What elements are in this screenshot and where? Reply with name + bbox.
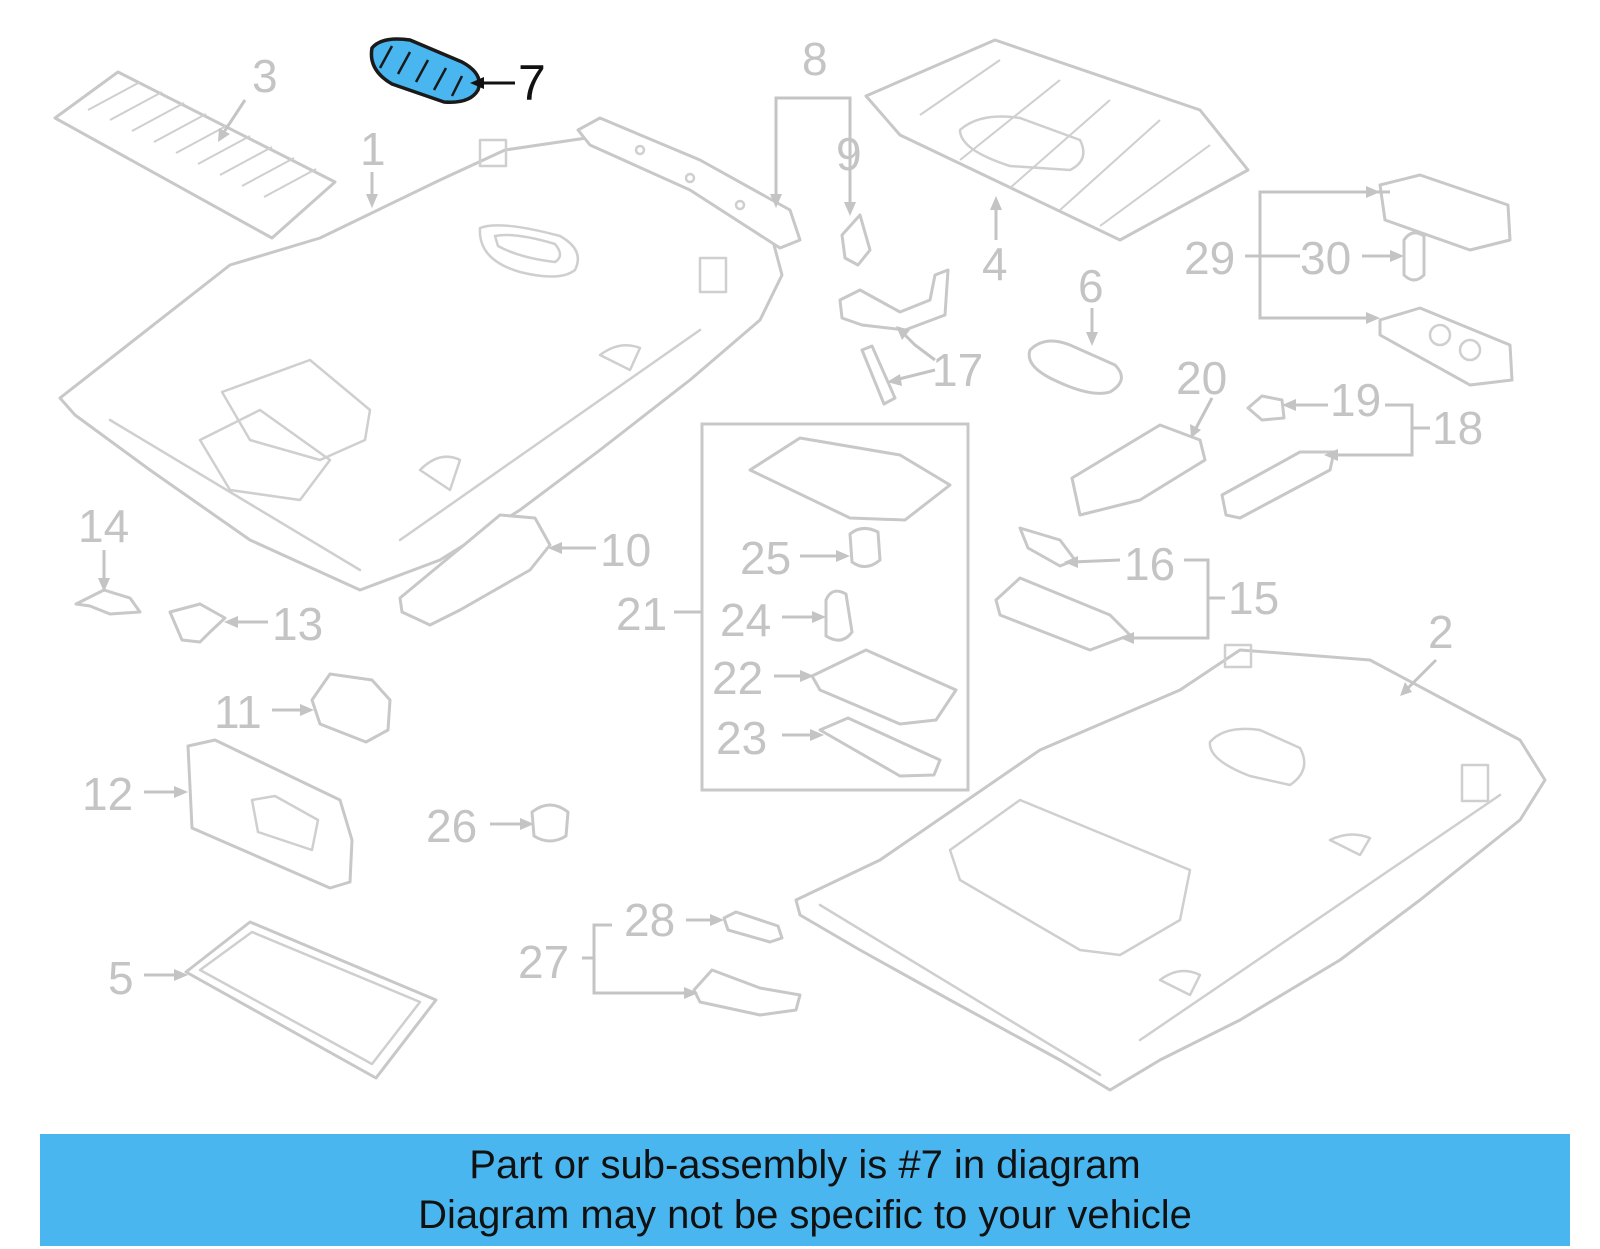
callout-22: 22 — [712, 652, 763, 704]
part-29-map-lamp — [1378, 173, 1514, 387]
part-9-clip — [840, 213, 872, 267]
callout-23: 23 — [716, 712, 767, 764]
part-7-highlighted — [369, 37, 481, 104]
part-28-bulb — [722, 910, 784, 944]
callout-25: 25 — [740, 532, 791, 584]
callout-18: 18 — [1432, 402, 1483, 454]
info-banner: Part or sub-assembly is #7 in diagram Di… — [40, 1134, 1570, 1246]
callout-3: 3 — [252, 50, 278, 102]
callout-27: 27 — [518, 936, 569, 988]
callout-11: 11 — [214, 686, 262, 738]
callout-labels: 3 1 7 8 9 4 6 17 29 30 20 19 18 16 15 10… — [78, 33, 1483, 1004]
part-24-bulb — [824, 589, 854, 642]
callout-1: 1 — [360, 123, 386, 175]
leader-arrowheads — [98, 128, 1412, 999]
callout-4: 4 — [982, 238, 1008, 290]
part-17-grab-handle — [838, 268, 950, 406]
part-12-sun-visor — [186, 738, 354, 890]
callout-2: 2 — [1428, 606, 1454, 658]
part-30-bulb — [1402, 231, 1426, 282]
callout-30: 30 — [1300, 232, 1351, 284]
banner-line-disclaimer: Diagram may not be specific to your vehi… — [418, 1193, 1192, 1237]
callout-24: 24 — [720, 594, 771, 646]
part-4-roof-panel — [864, 38, 1250, 242]
part-14-clip — [74, 588, 142, 616]
part-1-headliner — [58, 134, 784, 592]
part-20-bracket — [1070, 423, 1207, 517]
part-26-clip — [530, 803, 570, 843]
callout-5: 5 — [108, 952, 134, 1004]
part-16-bulb — [1018, 526, 1077, 568]
callout-26: 26 — [426, 800, 477, 852]
callout-10: 10 — [600, 524, 651, 576]
part-19-clip — [1246, 394, 1286, 422]
callout-14: 14 — [78, 500, 129, 552]
part-5-seal — [184, 920, 438, 1080]
callout-21: 21 — [616, 588, 667, 640]
callout-28: 28 — [624, 894, 675, 946]
part-2-headliner — [794, 643, 1547, 1092]
part-22-lens — [810, 648, 958, 726]
part-10-console — [398, 513, 552, 627]
part-21-console — [748, 436, 952, 522]
callout-12: 12 — [82, 768, 133, 820]
part-13-hook — [168, 602, 227, 644]
sub-assembly-21-box — [700, 422, 970, 792]
part-27-lamp — [692, 968, 802, 1017]
callout-19: 19 — [1330, 374, 1381, 426]
part-6-lens — [1027, 339, 1123, 395]
callout-7: 7 — [518, 55, 546, 111]
callout-8: 8 — [802, 33, 828, 85]
part-8-rail — [576, 116, 802, 250]
part-11-holder — [310, 672, 392, 744]
callout-9: 9 — [836, 128, 862, 180]
part-25-socket — [848, 527, 882, 568]
part-3-insulation-pad — [53, 70, 337, 240]
part-18-lamp — [1220, 450, 1336, 520]
callout-15: 15 — [1228, 572, 1279, 624]
callout-13: 13 — [272, 598, 323, 650]
callout-16: 16 — [1124, 538, 1175, 590]
part-23-cover — [818, 716, 942, 778]
callout-17: 17 — [932, 344, 983, 396]
part-15-lamp — [994, 576, 1132, 652]
callout-6: 6 — [1078, 260, 1104, 312]
banner-line-part-info: Part or sub-assembly is #7 in diagram — [469, 1143, 1141, 1187]
callout-20: 20 — [1176, 352, 1227, 404]
callout-29: 29 — [1184, 232, 1235, 284]
